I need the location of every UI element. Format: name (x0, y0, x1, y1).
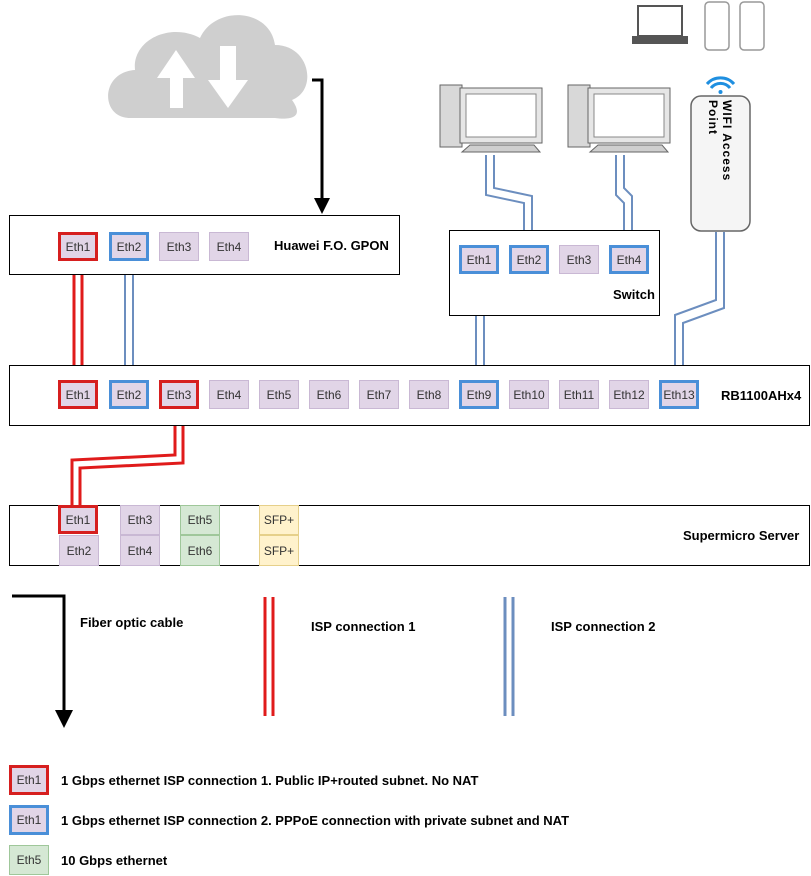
router-port-eth4: Eth4 (209, 380, 249, 409)
gpon-port-eth2: Eth2 (109, 232, 149, 261)
server-port-sfp1: SFP+ (259, 505, 299, 535)
router-port-eth9: Eth9 (459, 380, 499, 409)
legend-isp2-line (503, 597, 515, 716)
switch-label: Switch (613, 287, 655, 302)
legend-port-isp1: Eth1 (9, 765, 49, 795)
server-port-eth1: Eth1 (58, 505, 98, 534)
router-port-eth7: Eth7 (359, 380, 399, 409)
gpon-port-eth1: Eth1 (58, 232, 98, 261)
laptop-icon (632, 5, 688, 44)
legend-fiber-arrow (12, 594, 73, 728)
desktop-computer-icon (567, 84, 671, 153)
legend-isp1-label: ISP connection 1 (311, 619, 416, 634)
switch-port-eth3: Eth3 (559, 245, 599, 274)
access-point-label: WIFI Access Point (706, 100, 734, 182)
router-port-eth12: Eth12 (609, 380, 649, 409)
cloud-icon (108, 15, 308, 119)
fiber-cable (312, 78, 330, 214)
legend-port-10g: Eth5 (9, 845, 49, 875)
phone-icon (704, 1, 765, 51)
server-port-eth5: Eth5 (180, 505, 220, 535)
server-port-eth2: Eth2 (59, 535, 99, 566)
router-port-eth1: Eth1 (58, 380, 98, 409)
server-port-eth3: Eth3 (120, 505, 160, 535)
legend-isp2-label: ISP connection 2 (551, 619, 656, 634)
router-port-eth2: Eth2 (109, 380, 149, 409)
desktop-computer-icon (439, 84, 543, 153)
server-label: Supermicro Server (683, 528, 800, 543)
router-port-eth3: Eth3 (159, 380, 199, 409)
legend-text-isp2: 1 Gbps ethernet ISP connection 2. PPPoE … (61, 813, 570, 828)
server-port-eth6: Eth6 (180, 535, 220, 566)
switch-port-eth1: Eth1 (459, 245, 499, 274)
router-port-eth6: Eth6 (309, 380, 349, 409)
router-label: RB1100AHx4 (721, 388, 802, 403)
legend-port-isp2: Eth1 (9, 805, 49, 835)
switch-port-eth4: Eth4 (609, 245, 649, 274)
wifi-icon (705, 76, 736, 94)
switch-port-eth2: Eth2 (509, 245, 549, 274)
gpon-label: Huawei F.O. GPON (274, 238, 389, 253)
server-port-sfp2: SFP+ (259, 535, 299, 566)
legend-isp1-line (263, 597, 275, 716)
server-port-eth4: Eth4 (120, 535, 160, 566)
gpon-port-eth4: Eth4 (209, 232, 249, 261)
router-port-eth5: Eth5 (259, 380, 299, 409)
legend-text-isp1: 1 Gbps ethernet ISP connection 1. Public… (61, 773, 479, 788)
access-point-body (690, 95, 751, 232)
isp1-cables (70, 262, 185, 505)
router-port-eth8: Eth8 (409, 380, 449, 409)
router-port-eth11: Eth11 (559, 380, 599, 409)
legend-text-10g: 10 Gbps ethernet (61, 853, 168, 868)
router-port-eth13: Eth13 (659, 380, 699, 409)
legend-fiber-label: Fiber optic cable (80, 615, 184, 630)
router-port-eth10: Eth10 (509, 380, 549, 409)
isp2-cables (124, 155, 725, 380)
gpon-port-eth3: Eth3 (159, 232, 199, 261)
